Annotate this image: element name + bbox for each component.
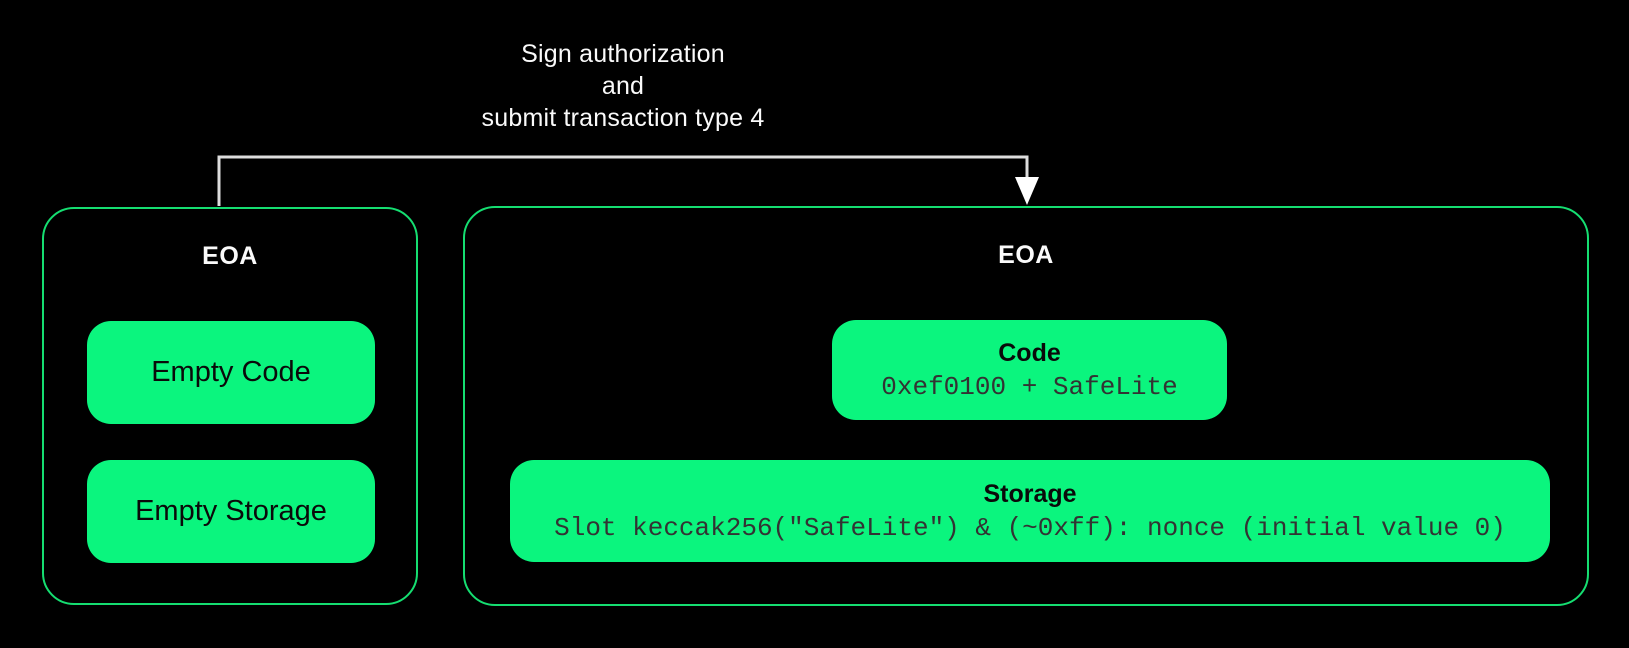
arrow-label: Sign authorization and submit transactio…	[373, 38, 873, 134]
code-title: Code	[998, 338, 1061, 367]
empty-code-chip: Empty Code	[87, 321, 375, 424]
empty-code-label: Empty Code	[151, 356, 311, 388]
arrowhead-icon	[1015, 177, 1039, 205]
storage-value: Slot keccak256("SafeLite") & (~0xff): no…	[554, 512, 1506, 543]
eoa-before-title: EOA	[202, 242, 258, 270]
arrow-label-line-2: and	[601, 72, 645, 100]
eoa-after-title: EOA	[998, 241, 1054, 269]
storage-title: Storage	[983, 479, 1077, 508]
empty-storage-label: Empty Storage	[135, 495, 327, 527]
arrow-label-line-1: Sign authorization	[521, 40, 725, 68]
code-value: 0xef0100 + SafeLite	[881, 371, 1178, 402]
empty-storage-chip: Empty Storage	[87, 460, 375, 563]
storage-chip: Storage Slot keccak256("SafeLite") & (~0…	[510, 460, 1550, 562]
arrow-label-line-3: submit transaction type 4	[481, 104, 765, 132]
eoa-after-panel: EOA Code 0xef0100 + SafeLite Storage Slo…	[463, 206, 1589, 606]
eoa-before-panel: EOA Empty Code Empty Storage	[42, 207, 418, 605]
code-chip: Code 0xef0100 + SafeLite	[832, 320, 1227, 420]
